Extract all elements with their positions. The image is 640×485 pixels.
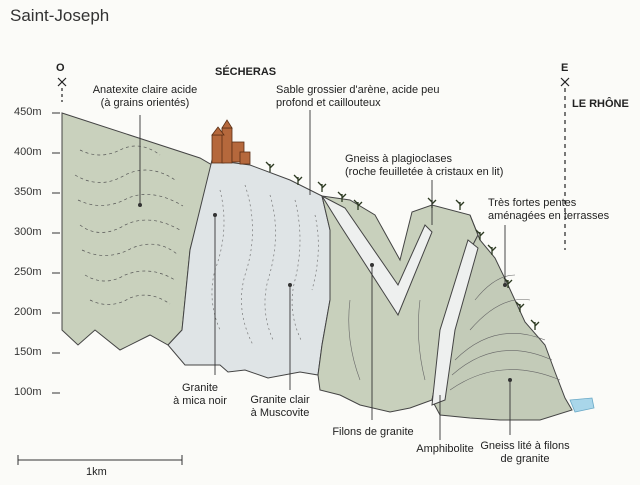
anatexite-texture [74, 145, 184, 305]
label-filons: Filons de granite [332, 426, 414, 438]
anatexite-block [61, 112, 213, 351]
tick-400: 400m [14, 146, 42, 158]
tick-250: 250m [14, 266, 42, 278]
west-marker: O [56, 62, 65, 74]
scale-label: 1km [86, 466, 107, 478]
rhone-water [569, 397, 595, 413]
tick-450: 450m [14, 106, 42, 118]
diagram-title: Saint-Joseph [10, 6, 110, 25]
tick-350: 350m [14, 186, 42, 198]
label-amphibolite: Amphibolite [416, 443, 474, 455]
village-buildings [211, 119, 251, 165]
label-gneiss-plagioclases: Gneiss à plagioclases(roche feuilletée à… [345, 153, 504, 178]
tick-100: 100m [14, 386, 42, 398]
label-anatexite: Anatexite claire acide(à grains orientés… [92, 84, 198, 109]
tick-300: 300m [14, 226, 42, 238]
leader-lines [139, 110, 511, 440]
filon-v [320, 194, 433, 317]
scale-bar [17, 455, 183, 465]
altitude-axis [52, 112, 60, 394]
orientation-markers [57, 77, 570, 250]
gneiss-texture [348, 274, 561, 391]
village-label: SÉCHERAS [215, 66, 277, 78]
tick-200: 200m [14, 306, 42, 318]
granite-clair-block [167, 159, 331, 379]
east-marker: E [561, 62, 569, 74]
tick-150: 150m [14, 346, 42, 358]
river-label: LE RHÔNE [572, 98, 629, 110]
vine-plants [265, 161, 540, 330]
filon-diagonal [431, 239, 479, 406]
granite-texture [211, 184, 319, 346]
